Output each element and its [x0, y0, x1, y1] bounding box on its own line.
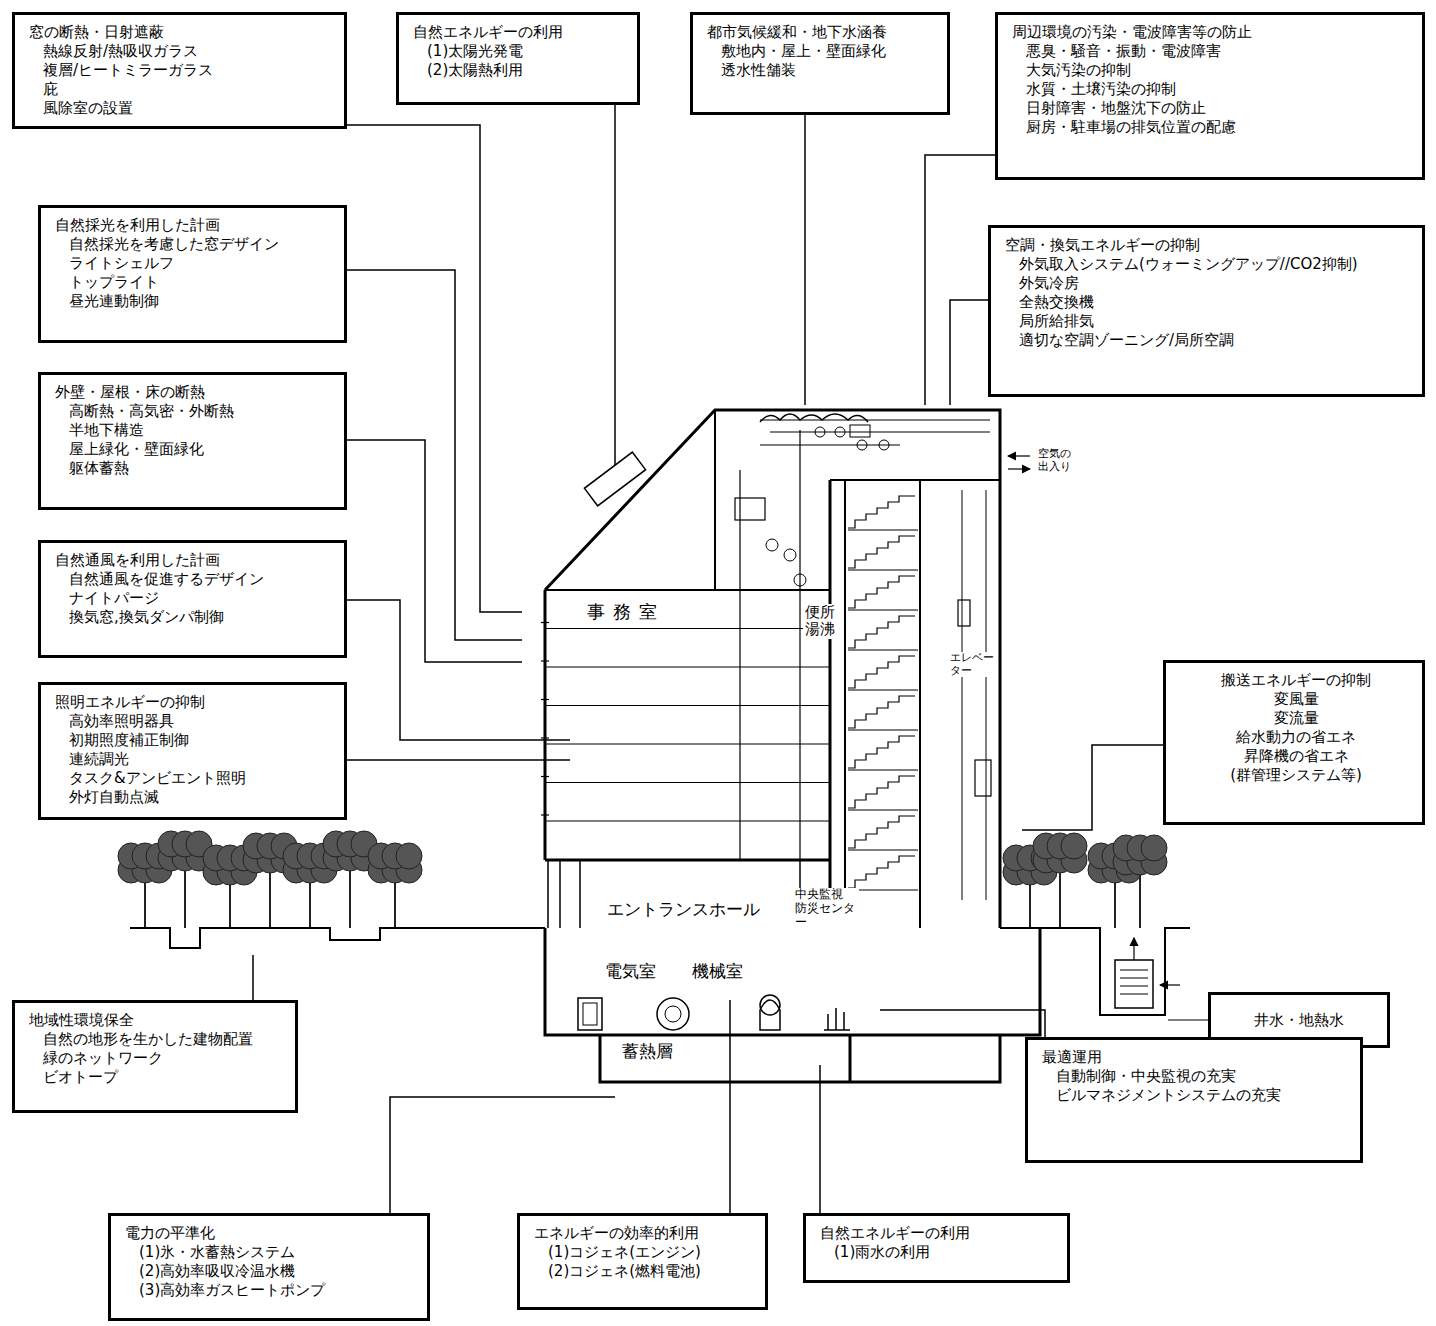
box-item: 熱線反射/熱吸収ガラス — [29, 42, 334, 61]
box-item: ナイトパージ — [55, 589, 334, 608]
callout-box: 窓の断熱・日射遮蔽熱線反射/熱吸収ガラス複層/ヒートミラーガラス庇風除室の設置 — [12, 12, 347, 129]
box-item: 半地下構造 — [55, 421, 334, 440]
callout-box: 最適運用自動制御・中央監視の充実ビルマネジメントシステムの充実 — [1025, 1037, 1363, 1163]
box-item: 水質・土壌汚染の抑制 — [1012, 80, 1412, 99]
box-item: 変流量 — [1180, 709, 1412, 728]
box-item: (2)太陽熱利用 — [413, 61, 627, 80]
box-item: タスク&アンビエント照明 — [55, 769, 334, 788]
box-item: 高効率照明器具 — [55, 712, 334, 731]
room-label: 機械室 — [690, 962, 745, 982]
room-label: 蓄熱層 — [620, 1042, 675, 1062]
box-item: 厨房・駐車場の排気位置の配慮 — [1012, 118, 1412, 137]
box-item: (2)高効率吸収冷温水機 — [125, 1262, 417, 1281]
box-heading: 地域性環境保全 — [29, 1011, 285, 1030]
box-item: 敷地内・屋上・壁面緑化 — [707, 42, 937, 61]
box-item: (3)高効率ガスヒートポンプ — [125, 1281, 417, 1300]
box-item: 昼光連動制御 — [55, 292, 334, 311]
callout-box: 自然通風を利用した計画自然通風を促進するデザインナイトパージ換気窓,換気ダンパ制… — [38, 540, 347, 658]
box-item: 悪臭・騒音・振動・電波障害 — [1012, 42, 1412, 61]
box-item: 連続調光 — [55, 750, 334, 769]
room-label: 電気室 — [603, 962, 658, 982]
box-item: 給水動力の省エネ — [1180, 728, 1412, 747]
box-item: 局所給排気 — [1005, 312, 1412, 331]
box-heading: 自然エネルギーの利用 — [413, 23, 627, 42]
callout-box: 自然エネルギーの利用(1)雨水の利用 — [803, 1213, 1070, 1283]
callout-box: 照明エネルギーの抑制高効率照明器具初期照度補正制御連続調光タスク&アンビエント照… — [38, 682, 347, 820]
box-item: 昇降機の省エネ — [1180, 747, 1412, 766]
callout-box: 自然採光を利用した計画自然採光を考慮した窓デザインライトシェルフトップライト昼光… — [38, 205, 347, 343]
box-heading: 周辺環境の汚染・電波障害等の防止 — [1012, 23, 1412, 42]
box-item: 大気汚染の抑制 — [1012, 61, 1412, 80]
box-heading: 空調・換気エネルギーの抑制 — [1005, 236, 1412, 255]
box-item: 風除室の設置 — [29, 99, 334, 118]
room-label: 便所 湯沸 — [803, 604, 843, 639]
box-item: (1)太陽光発電 — [413, 42, 627, 61]
box-heading: 自然通風を利用した計画 — [55, 551, 334, 570]
callout-box: 自然エネルギーの利用(1)太陽光発電(2)太陽熱利用 — [396, 12, 640, 105]
box-item: 緑のネットワーク — [29, 1049, 285, 1068]
box-heading: エネルギーの効率的利用 — [534, 1224, 755, 1243]
box-item: 庇 — [29, 80, 334, 99]
box-heading: 搬送エネルギーの抑制 — [1180, 671, 1412, 690]
box-item: 外気取入システム(ウォーミングアップ//CO2抑制) — [1005, 255, 1412, 274]
box-item: (1)氷・水蓄熱システム — [125, 1243, 417, 1262]
callout-box: 空調・換気エネルギーの抑制外気取入システム(ウォーミングアップ//CO2抑制)外… — [988, 225, 1425, 397]
room-label: 事務室 — [585, 602, 667, 623]
box-item: 外気冷房 — [1005, 274, 1412, 293]
box-item: ライトシェルフ — [55, 254, 334, 273]
box-item: 自然の地形を生かした建物配置 — [29, 1030, 285, 1049]
box-item: 外灯自動点滅 — [55, 788, 334, 807]
box-item: 変風量 — [1180, 690, 1412, 709]
box-item: (1)雨水の利用 — [820, 1243, 1057, 1262]
callout-box: 搬送エネルギーの抑制変風量変流量給水動力の省エネ昇降機の省エネ(群管理システム等… — [1163, 660, 1425, 825]
box-heading: 電力の平準化 — [125, 1224, 417, 1243]
box-heading: 自然採光を利用した計画 — [55, 216, 334, 235]
box-heading: 都市気候緩和・地下水涵養 — [707, 23, 937, 42]
box-item: (群管理システム等) — [1180, 766, 1412, 785]
box-heading: 窓の断熱・日射遮蔽 — [29, 23, 334, 42]
box-item: 躯体蓄熱 — [55, 459, 334, 478]
box-item: 換気窓,換気ダンパ制御 — [55, 608, 334, 627]
callout-box: 周辺環境の汚染・電波障害等の防止悪臭・騒音・振動・電波障害大気汚染の抑制水質・土… — [995, 12, 1425, 180]
box-item: 透水性舗装 — [707, 61, 937, 80]
room-label: 中央監視 防災センター — [793, 888, 859, 929]
box-heading: 井水・地熱水 — [1254, 1011, 1344, 1030]
box-item: ビオトープ — [29, 1068, 285, 1087]
room-label: エントランスホール — [605, 900, 762, 920]
box-item: 初期照度補正制御 — [55, 731, 334, 750]
room-label: 空気の 出入り — [1036, 448, 1080, 473]
room-label: エレベーター — [948, 652, 996, 677]
box-item: 適切な空調ゾーニング/局所空調 — [1005, 331, 1412, 350]
box-item: トップライト — [55, 273, 334, 292]
box-heading: 自然エネルギーの利用 — [820, 1224, 1057, 1243]
box-heading: 最適運用 — [1042, 1048, 1350, 1067]
callout-box: 外壁・屋根・床の断熱高断熱・高気密・外断熱半地下構造屋上緑化・壁面緑化躯体蓄熱 — [38, 372, 347, 510]
box-item: 日射障害・地盤沈下の防止 — [1012, 99, 1412, 118]
callout-box: 地域性環境保全自然の地形を生かした建物配置緑のネットワークビオトープ — [12, 1000, 298, 1113]
box-item: (2)コジェネ(燃料電池) — [534, 1262, 755, 1281]
box-item: (1)コジェネ(エンジン) — [534, 1243, 755, 1262]
box-item: 全熱交換機 — [1005, 293, 1412, 312]
box-heading: 外壁・屋根・床の断熱 — [55, 383, 334, 402]
callout-box: 電力の平準化(1)氷・水蓄熱システム(2)高効率吸収冷温水機(3)高効率ガスヒー… — [108, 1213, 430, 1321]
box-item: 自然採光を考慮した窓デザイン — [55, 235, 334, 254]
callout-box: エネルギーの効率的利用(1)コジェネ(エンジン)(2)コジェネ(燃料電池) — [517, 1213, 768, 1310]
box-item: 複層/ヒートミラーガラス — [29, 61, 334, 80]
box-item: 自動制御・中央監視の充実 — [1042, 1067, 1350, 1086]
box-item: ビルマネジメントシステムの充実 — [1042, 1086, 1350, 1105]
box-item: 屋上緑化・壁面緑化 — [55, 440, 334, 459]
box-heading: 照明エネルギーの抑制 — [55, 693, 334, 712]
callout-box: 都市気候緩和・地下水涵養敷地内・屋上・壁面緑化透水性舗装 — [690, 12, 950, 115]
box-item: 高断熱・高気密・外断熱 — [55, 402, 334, 421]
box-item: 自然通風を促進するデザイン — [55, 570, 334, 589]
